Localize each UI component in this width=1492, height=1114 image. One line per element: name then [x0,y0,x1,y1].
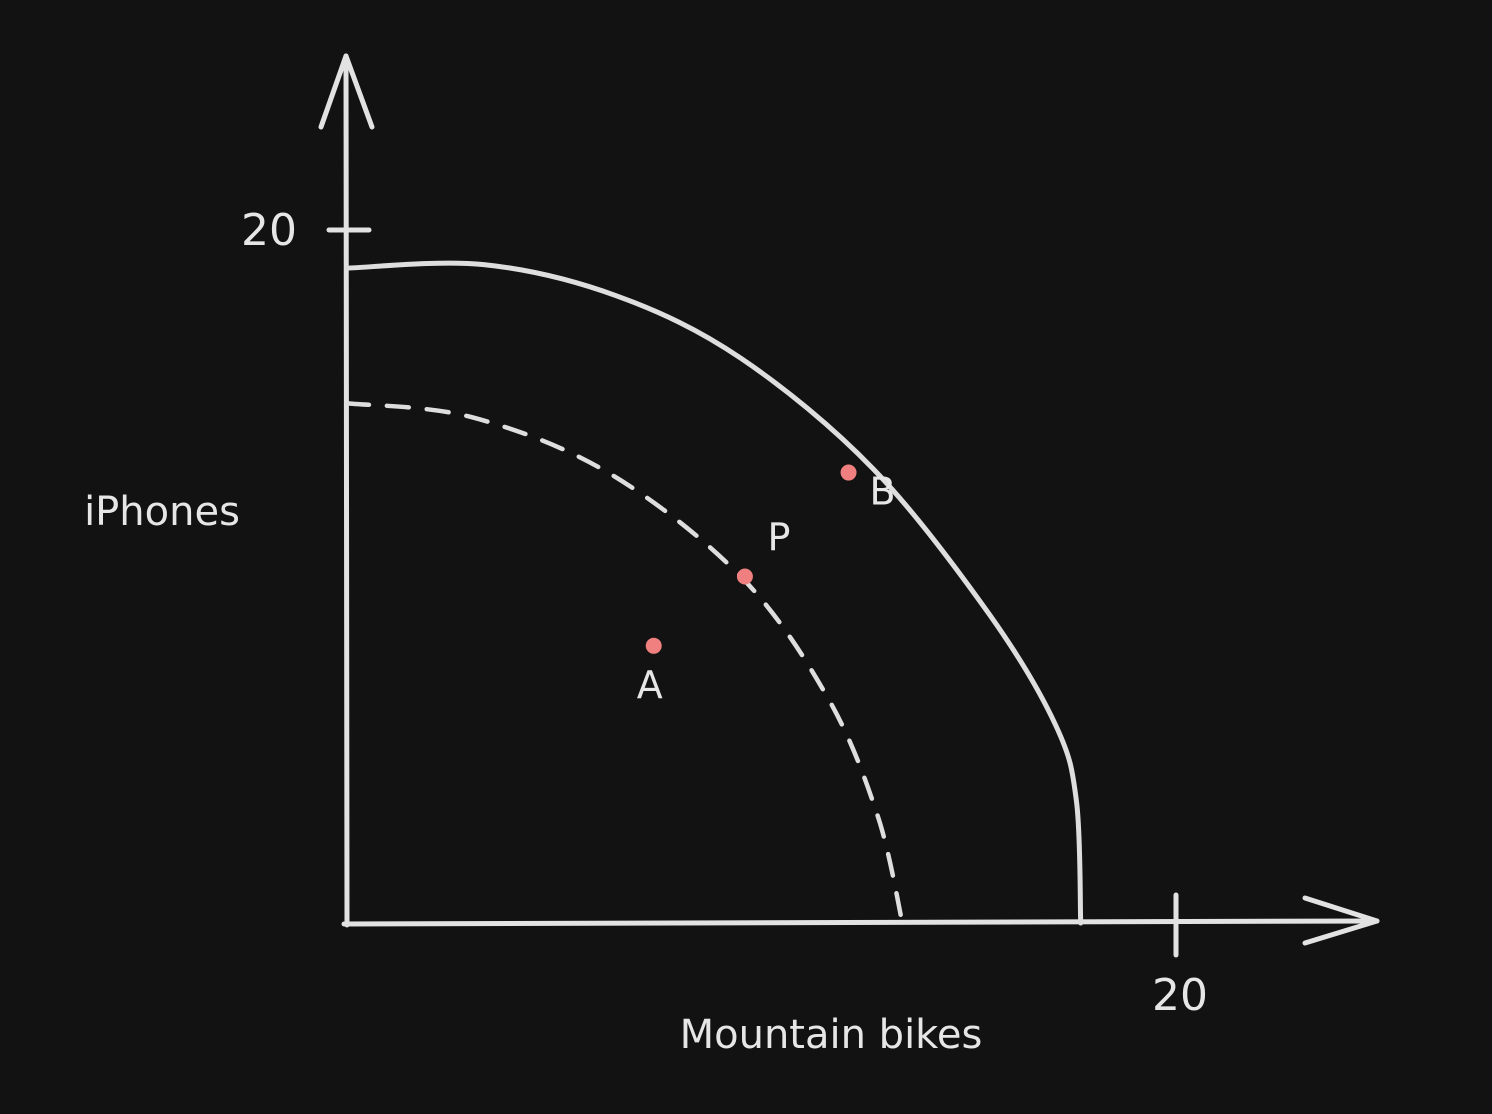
x-axis [341,918,1380,927]
point-label-a: A [637,663,663,707]
outer-ppf-curve [344,260,1084,926]
x-tick-label: 20 [1152,970,1208,1021]
point-label-p: P [767,516,790,560]
x-axis-label: Mountain bikes [680,1012,983,1058]
point-a [645,637,662,654]
x-axis-arrowhead [1302,895,1380,946]
y-axis-arrowhead [318,53,375,130]
y-axis [343,53,350,928]
point-label-b: B [870,470,896,514]
points-layer: A P B [637,464,896,707]
point-p [736,568,753,585]
inner-ppf-curve-dashed [344,401,905,926]
point-b [840,464,857,481]
y-axis-label: iPhones [84,489,240,535]
y-tick-label: 20 [241,205,297,256]
